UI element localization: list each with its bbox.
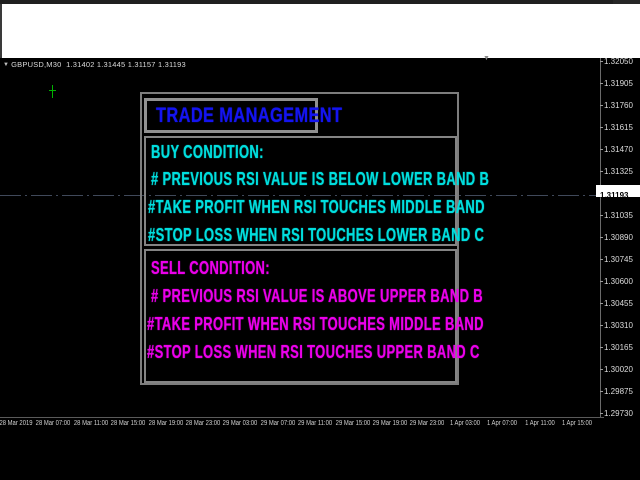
price-scale-label: 1.30890	[604, 233, 633, 242]
price-scale-label: 1.30600	[604, 277, 633, 286]
buy-rule-1: # PREVIOUS RSI VALUE IS BELOW LOWER BAND…	[151, 168, 490, 189]
sell-condition-box	[144, 249, 457, 383]
time-scale-label: 29 Mar 23:00	[410, 420, 445, 427]
time-scale-label: 29 Mar 03:00	[223, 420, 258, 427]
price-tick	[600, 105, 603, 106]
buy-rule-3: #STOP LOSS WHEN RSI TOUCHES LOWER BAND C	[148, 224, 485, 245]
price-low: 1.31157	[127, 60, 156, 69]
price-tick	[600, 369, 603, 370]
time-scale-label: 28 Mar 19:00	[148, 420, 183, 427]
time-scale-label: 1 Apr 15:00	[561, 420, 593, 427]
time-scale-label: 29 Mar 19:00	[372, 420, 408, 427]
window-top-strip	[0, 0, 640, 4]
price-tick	[600, 391, 603, 392]
time-scale-label: 28 Mar 2019	[0, 420, 33, 427]
price-tick	[600, 347, 603, 348]
price-tick	[600, 61, 603, 62]
time-scale-label: 28 Mar 23:00	[185, 420, 221, 427]
price-tick	[600, 259, 603, 260]
time-scale-label: 29 Mar 15:00	[335, 420, 370, 427]
price-tick	[600, 325, 603, 326]
price-scale-label: 1.32050	[604, 57, 633, 66]
price-tick	[600, 237, 603, 238]
price-close: 1.31193	[157, 60, 186, 69]
price-scale-label: 1.31905	[604, 79, 633, 88]
bid-price-line	[0, 195, 597, 196]
price-tick	[600, 171, 603, 172]
sell-rule-2: #TAKE PROFIT WHEN RSI TOUCHES MIDDLE BAN…	[147, 313, 484, 334]
sell-rule-1: # PREVIOUS RSI VALUE IS ABOVE UPPER BAND…	[151, 285, 483, 306]
time-scale-label: 28 Mar 11:00	[73, 420, 108, 427]
price-tick	[600, 215, 603, 216]
price-tick	[600, 149, 603, 150]
time-scale-label: 1 Apr 07:00	[487, 420, 518, 427]
top-white-band	[0, 4, 640, 58]
price-tick	[600, 83, 603, 84]
price-scale-label: 1.31470	[604, 145, 633, 154]
chart-area[interactable]	[0, 58, 640, 480]
price-scale-label: 1.31325	[604, 167, 633, 176]
trade-management-panel-frame	[140, 92, 459, 385]
price-axis-line	[600, 58, 601, 418]
symbol-ohlc-info: ▼GBPUSD,M30 1.31402 1.31445 1.31157 1.31…	[3, 60, 186, 69]
price-scale-label: 1.30455	[604, 299, 633, 308]
buy-condition-heading: BUY CONDITION:	[151, 141, 264, 162]
time-scale-label: 28 Mar 15:00	[110, 420, 146, 427]
sell-condition-heading: SELL CONDITION:	[151, 257, 270, 278]
price-scale-label: 1.30745	[604, 255, 633, 264]
time-scale-label: 1 Apr 11:00	[524, 420, 555, 427]
price-tick	[600, 413, 603, 414]
window-top-right-block	[613, 0, 640, 7]
price-tick	[600, 281, 603, 282]
price-scale-label: 1.31615	[604, 123, 633, 132]
time-scale-label: 28 Mar 07:00	[36, 420, 71, 427]
time-scale-label: 29 Mar 11:00	[298, 420, 333, 427]
panel-title: TRADE MANAGEMENT	[156, 104, 343, 127]
price-tick	[600, 127, 603, 128]
price-scale-label: 1.30165	[604, 343, 633, 352]
buy-condition-box	[144, 136, 457, 246]
price-scale-label: 1.29875	[604, 387, 633, 396]
panel-title-box	[144, 98, 318, 133]
current-price-box: 1.31193	[596, 185, 640, 200]
buy-rule-2: #TAKE PROFIT WHEN RSI TOUCHES MIDDLE BAN…	[148, 196, 485, 217]
price-scale-label: 1.31035	[604, 211, 633, 220]
sell-rule-3: #STOP LOSS WHEN RSI TOUCHES UPPER BAND C	[147, 341, 480, 362]
price-scale-label: 1.31760	[604, 101, 633, 110]
chart-shift-marker-icon: ▼	[483, 55, 490, 62]
price-open: 1.31402	[66, 60, 95, 69]
candle-wick	[52, 85, 53, 98]
time-scale-label: 29 Mar 07:00	[260, 420, 296, 427]
time-axis-line	[0, 417, 604, 418]
price-scale-label: 1.30310	[604, 321, 633, 330]
chevron-down-icon: ▼	[3, 62, 10, 68]
current-price-value: 1.31193	[600, 191, 629, 200]
price-scale-label: 1.29730	[604, 409, 633, 418]
price-tick	[600, 303, 603, 304]
time-scale-label: 1 Apr 03:00	[449, 420, 480, 427]
candle-doji-bar	[49, 90, 56, 91]
price-high: 1.31445	[96, 60, 126, 69]
price-scale-label: 1.30020	[604, 365, 633, 374]
symbol-name: GBPUSD,M30	[11, 60, 62, 69]
